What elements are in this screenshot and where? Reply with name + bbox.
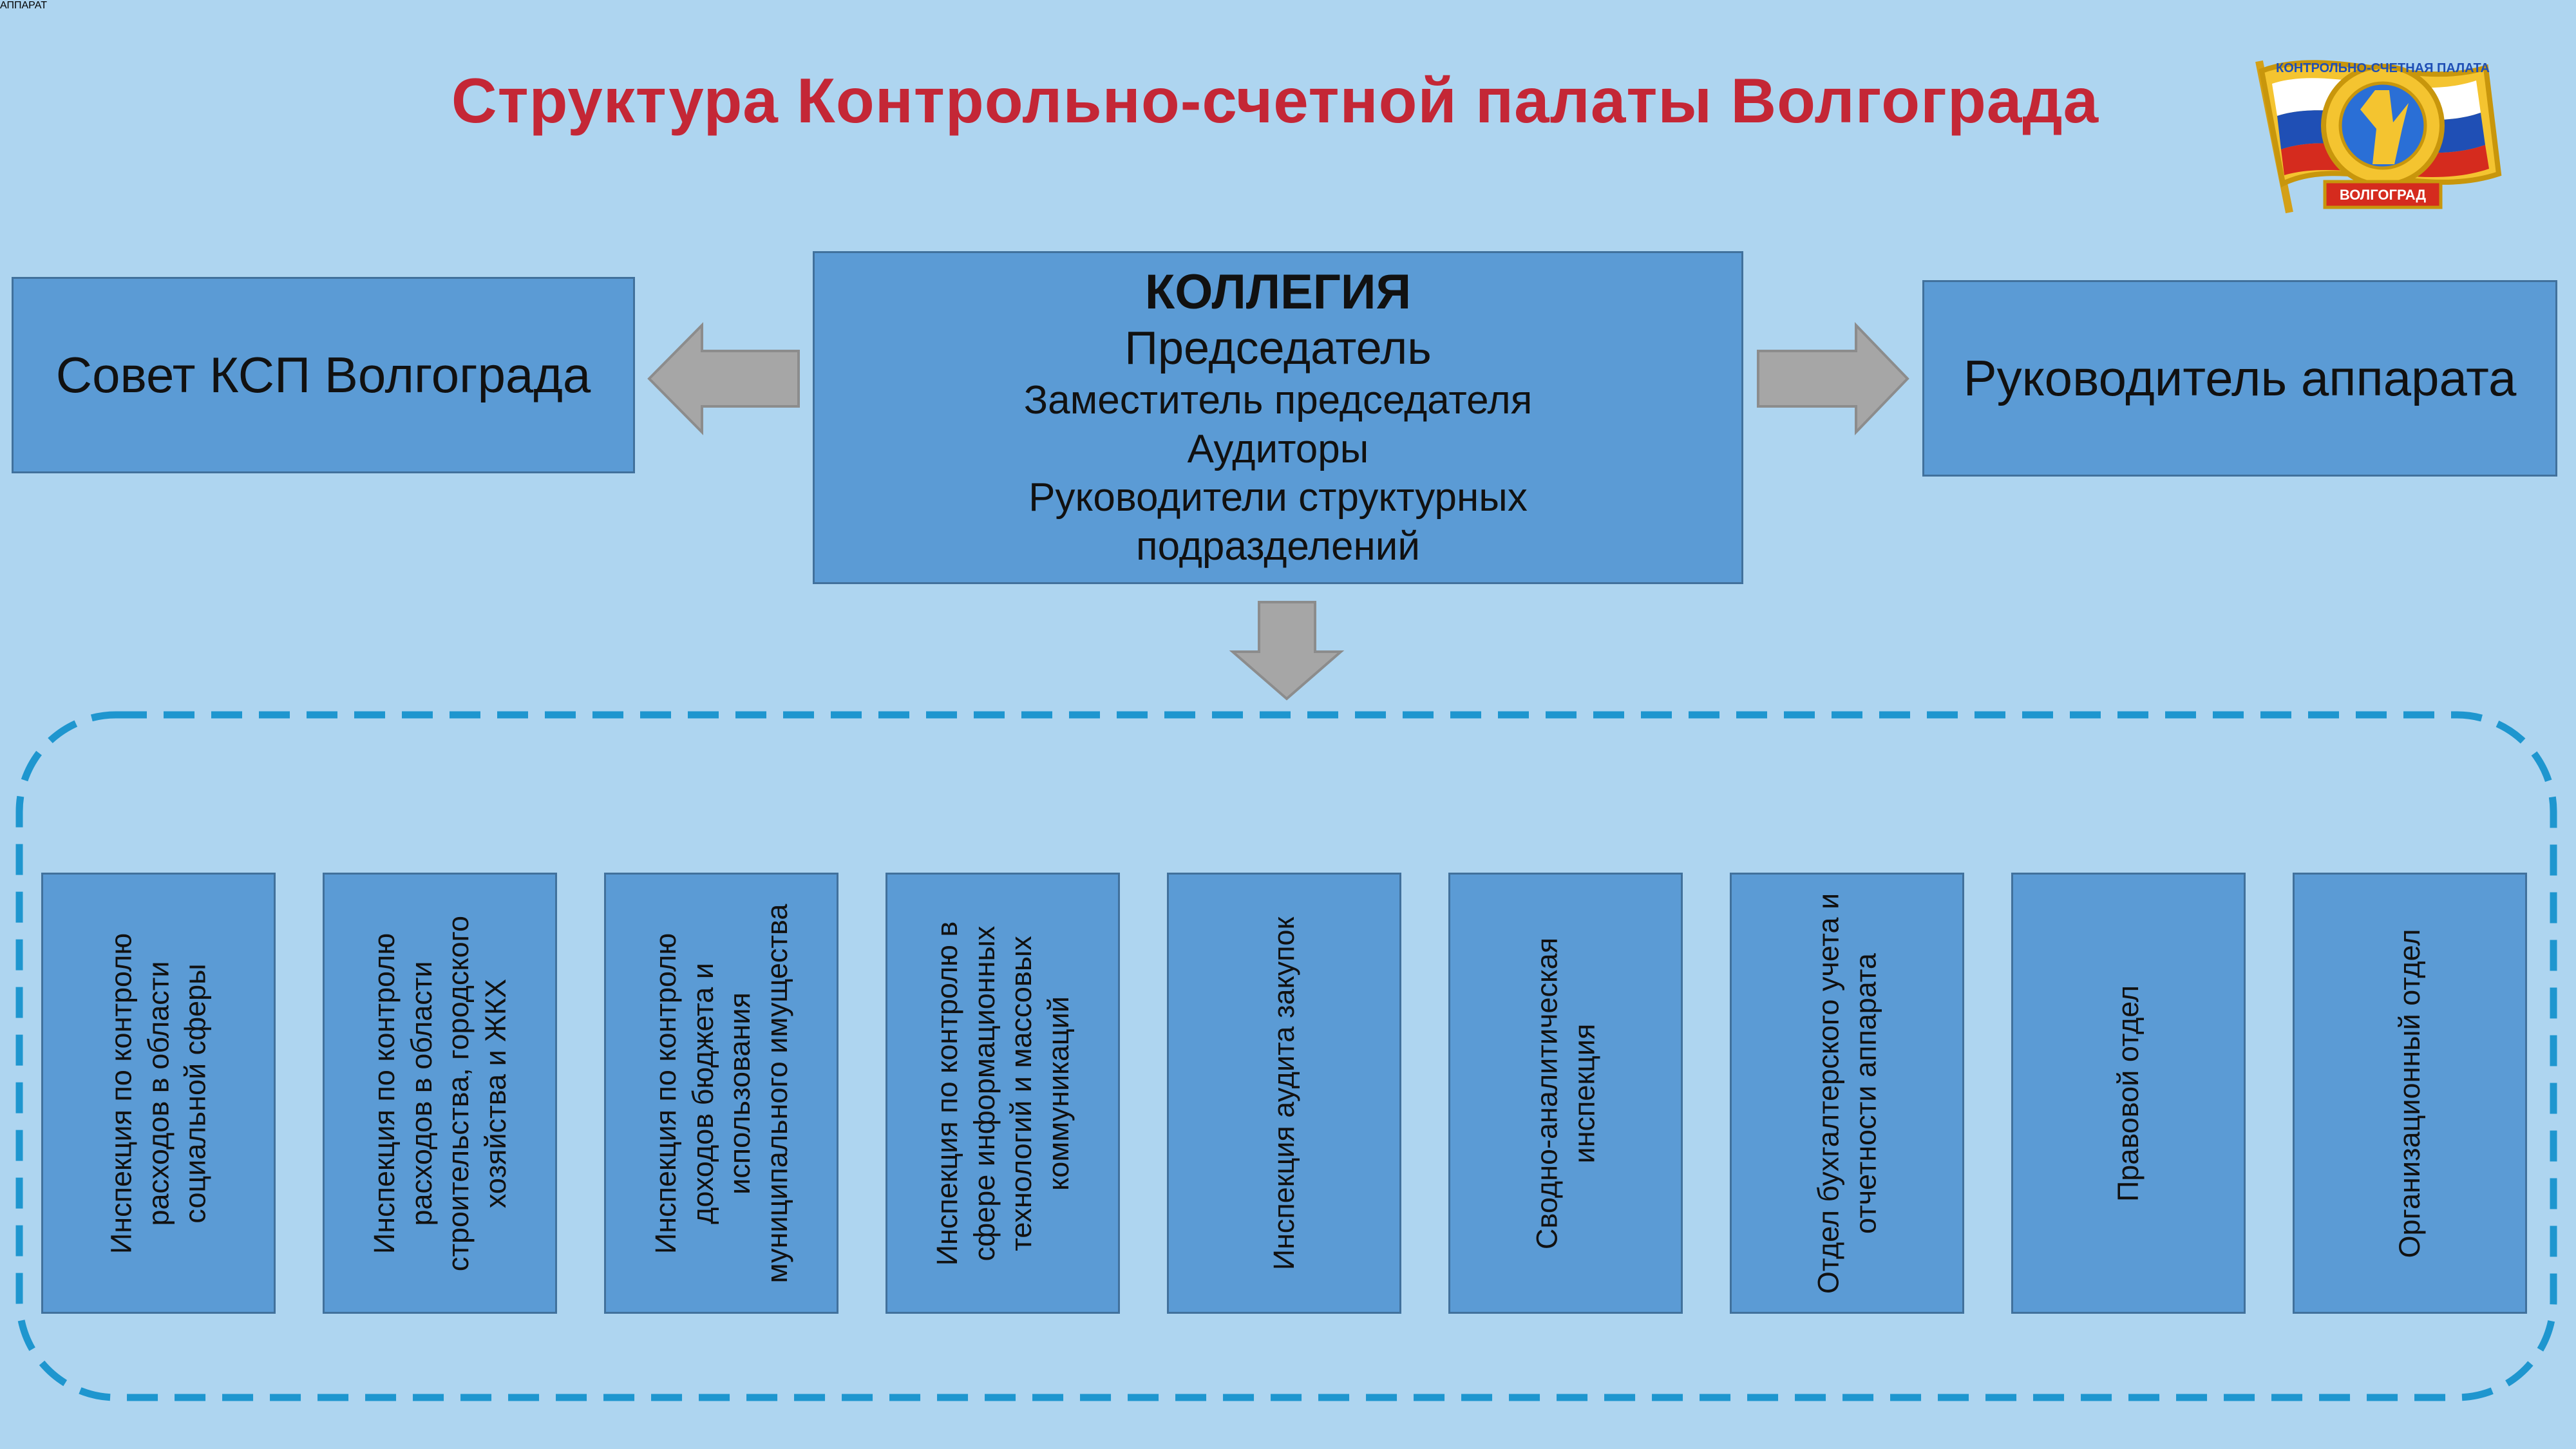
collegium-line: Заместитель председателя bbox=[1023, 378, 1533, 423]
collegium-chairman: Председатель bbox=[1124, 322, 1432, 374]
department-label: Инспекция по контролю доходов бюджета и … bbox=[649, 904, 793, 1283]
department-box: Инспекция по контролю расходов в области… bbox=[41, 873, 276, 1314]
logo-banner-text: ВОЛГОГРАД bbox=[2340, 187, 2427, 203]
left-arrow bbox=[647, 322, 800, 435]
apparatus-head-label: Руководитель аппарата bbox=[1963, 350, 2517, 406]
council-box: Совет КСП Волгограда bbox=[12, 277, 635, 473]
department-box: Инспекция аудита закупок bbox=[1167, 873, 1401, 1314]
collegium-heading: КОЛЛЕГИЯ bbox=[1144, 265, 1412, 320]
department-label: Сводно-аналитическая инспекция bbox=[1530, 937, 1600, 1249]
page-title: Структура Контрольно-счетной палаты Волг… bbox=[451, 65, 2099, 136]
department-box: Инспекция по контролю в сфере информацио… bbox=[886, 873, 1120, 1314]
department-box: Организационный отдел bbox=[2293, 873, 2527, 1314]
right-arrow bbox=[1757, 322, 1909, 435]
department-label: Инспекция аудита закупок bbox=[1267, 916, 1301, 1270]
department-box: Инспекция по контролю доходов бюджета и … bbox=[604, 873, 838, 1314]
logo-emblem: КОНТРОЛЬНО-СЧЕТНАЯ ПАЛАТА ВОЛГОГРАД bbox=[2255, 60, 2502, 214]
collegium-box: КОЛЛЕГИЯ Председатель Заместитель предсе… bbox=[813, 251, 1743, 584]
collegium-line: Аудиторы bbox=[1187, 426, 1369, 471]
department-label: Отдел бухгалтерского учета и отчетности … bbox=[1812, 893, 1882, 1294]
logo-arc-text: КОНТРОЛЬНО-СЧЕТНАЯ ПАЛАТА bbox=[2276, 61, 2490, 75]
apparatus-head-box: Руководитель аппарата bbox=[1922, 280, 2557, 477]
council-label: Совет КСП Волгограда bbox=[55, 346, 591, 403]
department-label: Правовой отдел bbox=[2112, 985, 2145, 1202]
down-arrow bbox=[1229, 601, 1345, 701]
apparatus-title: АППАРАТ bbox=[0, 0, 47, 11]
collegium-line: подразделений bbox=[1136, 524, 1420, 569]
department-label: Инспекция по контролю расходов в области… bbox=[104, 933, 212, 1254]
collegium-line: Руководители структурных bbox=[1028, 475, 1528, 520]
department-box: Отдел бухгалтерского учета и отчетности … bbox=[1730, 873, 1964, 1314]
department-label: Инспекция по контролю расходов в области… bbox=[367, 915, 512, 1271]
department-box: Инспекция по контролю расходов в области… bbox=[323, 873, 557, 1314]
apparatus-container bbox=[15, 711, 2557, 1401]
department-box: Правовой отдел bbox=[2011, 873, 2246, 1314]
department-box: Сводно-аналитическая инспекция bbox=[1448, 873, 1683, 1314]
department-label: Инспекция по контролю в сфере информацио… bbox=[930, 921, 1075, 1265]
department-label: Организационный отдел bbox=[2393, 929, 2427, 1258]
